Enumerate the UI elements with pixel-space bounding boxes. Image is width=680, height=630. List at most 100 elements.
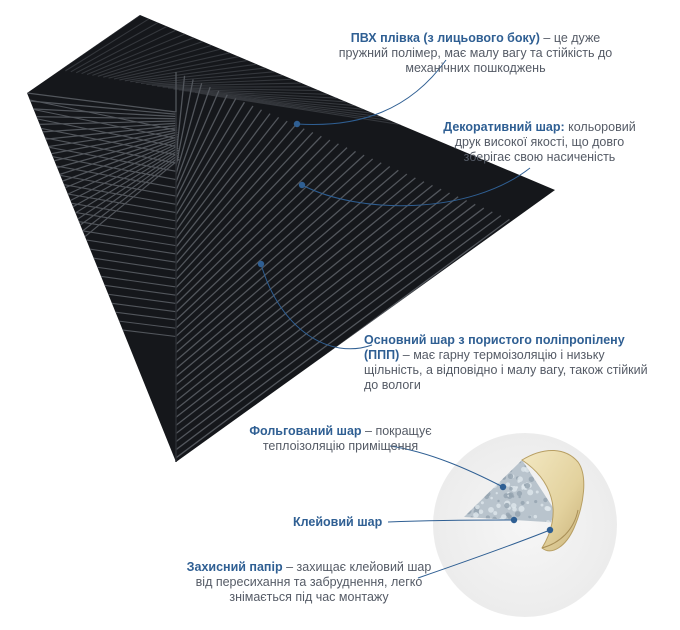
panel-groove [175,132,314,281]
panel-groove [175,211,493,451]
annotation-adhesive-layer: Клейовий шар [293,515,413,530]
panel-groove [32,120,177,126]
panel-groove [216,95,402,126]
panel-groove [175,98,237,208]
foil-speckle [511,502,517,509]
foil-speckle [516,490,523,497]
panel-groove [151,78,294,86]
panel-groove [130,63,258,83]
panel-groove [175,196,459,418]
foil-speckle [507,473,514,480]
panel-groove [178,89,339,99]
panel-groove [44,138,179,189]
annotation-title: Основний шар з пористого поліпропілену (… [364,333,625,362]
leader-dot [510,516,518,524]
annotation-decorative-layer: Декоративний шар: кольоровий друк високо… [432,120,647,165]
panel-groove [175,83,203,175]
foil-speckle [501,514,507,520]
panel-groove [28,100,177,115]
protective-paper-layer [521,449,585,552]
panel-groove [103,44,213,78]
panel-groove [119,56,240,81]
panel-groove [31,116,177,120]
panel-groove [175,154,365,329]
foil-speckle [526,501,530,504]
paper-curl-edge [541,509,579,549]
panel-groove [175,105,254,224]
foil-speckle [524,482,531,489]
panel-groove [135,67,267,84]
panel-groove [175,79,194,167]
leader-dot [257,260,265,268]
leader-adhesive [387,519,515,523]
panel-groove [97,40,204,77]
annotation-text: – це дуже пружний полімер, має малу вагу… [338,31,613,75]
foil-speckle [504,502,510,509]
foil-speckle [535,490,539,494]
panel-groove [175,128,305,272]
panel-groove [175,188,442,402]
foil-speckle [518,505,525,512]
panel-groove [175,94,228,199]
annotation-pvc-film: ПВХ плівка (з лицьового боку) – це дуже … [333,31,618,76]
foil-speckle [493,511,498,516]
panel-groove [41,133,178,173]
panel-groove [175,200,468,426]
foil-speckle [511,485,518,492]
panel-groove [47,142,179,204]
annotation-base-layer: Основний шар з пористого поліпропілену (… [364,333,654,393]
foil-speckle [488,506,494,513]
panel-groove [29,108,177,139]
foil-speckle [512,507,517,512]
foil-speckle [534,499,538,504]
annotation-title: Фольгований шар [249,424,362,438]
annotation-title: Декоративний шар: [443,120,565,134]
panel-groove [175,116,280,248]
panel-groove [200,92,375,114]
foil-speckle [508,492,514,498]
panel-groove [43,136,178,181]
panel-groove [157,82,303,87]
foil-speckle [518,495,521,499]
foil-speckle [520,500,525,506]
leader-base [260,263,373,350]
annotation-text: кольоровий друк високої якості, що довго… [454,120,636,164]
panel-groove [29,134,177,164]
foil-speckle [521,487,524,490]
annotation-title: Клейовий шар [293,515,383,529]
panel-groove [175,173,408,370]
panel-groove [194,91,366,111]
foil-speckle [495,492,498,495]
panel-groove [70,22,159,73]
panel-groove [29,108,177,118]
panel-groove [175,169,399,362]
panel-groove [37,127,178,149]
panel-groove [29,143,177,172]
panel-groove [175,158,374,337]
panel-groove [175,90,220,191]
foil-speckle [527,489,534,496]
panel-groove [86,33,186,76]
panel-groove [27,92,177,113]
panel-groove [175,184,433,394]
panel-groove [92,37,195,76]
leader-dot [546,526,554,534]
panel-groove [175,75,186,159]
panel-groove [29,151,177,181]
annotation-title: Захисний папір [186,560,283,574]
annotation-text: – покращує теплоізоляцію приміщення [262,424,432,453]
panel-groove [113,52,231,80]
leader-paper [417,529,551,579]
leader-dot [298,181,306,189]
panel-groove [175,192,451,410]
panel-groove [46,140,179,196]
foil-speckle [514,511,521,517]
foil-speckle [490,496,493,500]
panel-groove [175,147,348,313]
panel-groove [184,90,348,103]
foil-speckle [478,509,484,514]
panel-groove [175,207,485,443]
foil-speckle [528,515,532,519]
annotation-text: – має гарну термоізоляцію і низьку щільн… [364,348,648,392]
leader-pvc [296,59,447,126]
